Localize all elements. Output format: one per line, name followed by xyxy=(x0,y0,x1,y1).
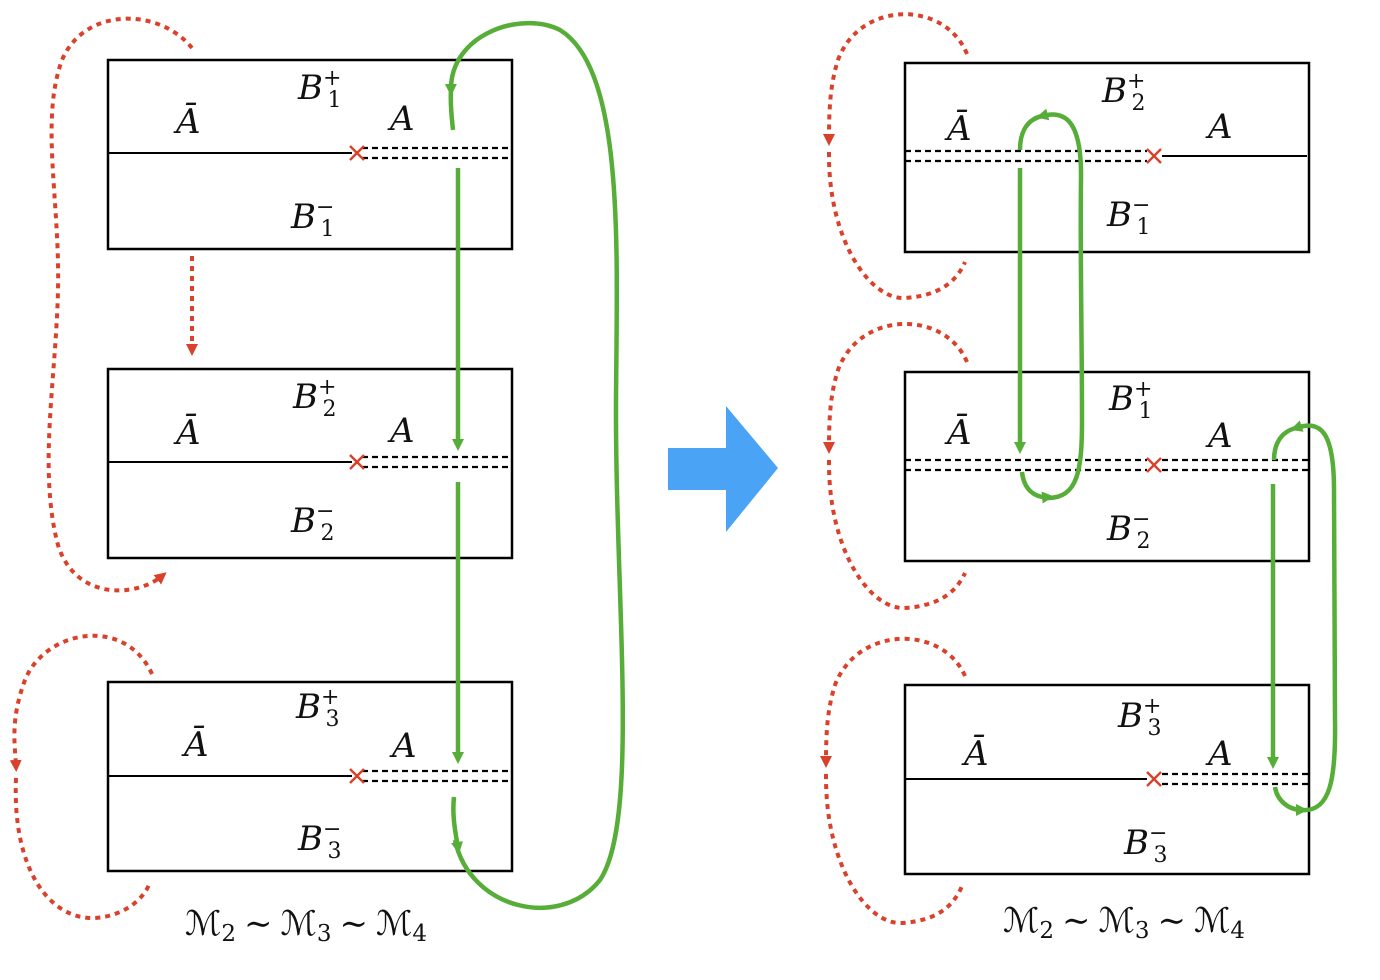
label-b-plus: B+2 xyxy=(292,375,336,422)
cross-icon xyxy=(349,145,365,161)
label-a: A xyxy=(1205,734,1233,774)
label-b-plus: B+1 xyxy=(297,66,341,113)
label-a-bar: Ā xyxy=(173,102,201,142)
sheet-box xyxy=(903,61,1311,254)
red-path-sheet-3-loop xyxy=(9,633,154,772)
cross-icon xyxy=(349,454,365,470)
label-a-bar: Ā xyxy=(944,109,972,149)
label-b-minus: B−1 xyxy=(290,195,334,242)
green-return-up xyxy=(1036,108,1085,501)
right-arrow-icon xyxy=(668,406,778,532)
label-b-minus: B−1 xyxy=(1106,193,1150,240)
caption-left: ℳ2∼ℳ3∼ℳ4 xyxy=(185,904,427,947)
left-sheet-3: B+3 Ā A B−3 xyxy=(106,680,514,873)
sheet-box xyxy=(106,58,514,251)
green-hook-s3 xyxy=(1272,786,1308,816)
label-a: A xyxy=(1205,416,1233,456)
label-b-plus: B+2 xyxy=(1101,69,1145,116)
red-loop-sheet-1 xyxy=(823,12,969,146)
label-a-bar: Ā xyxy=(944,413,972,453)
red-loop-sheet-3 xyxy=(820,636,967,768)
label-b-minus: B−2 xyxy=(1106,507,1150,554)
right-sheet-1: B+2 Ā A B−1 xyxy=(903,61,1311,254)
label-b-minus: B−3 xyxy=(297,817,341,864)
right-sheet-3: B+3 Ā A B−3 xyxy=(903,683,1311,876)
cross-icon xyxy=(1146,148,1162,164)
label-a: A xyxy=(389,726,417,766)
green-path-big-loop xyxy=(444,20,626,911)
red-path-outer-loop xyxy=(46,16,194,593)
label-b-plus: B+3 xyxy=(295,685,339,732)
label-b-minus: B−2 xyxy=(290,499,334,546)
label-b-plus: B+1 xyxy=(1108,377,1152,424)
cross-icon xyxy=(1146,771,1162,787)
left-panel: B+1 Ā A B−1 B+2 Ā A B−2 xyxy=(9,16,626,947)
caption-right: ℳ2∼ℳ3∼ℳ4 xyxy=(1003,901,1245,944)
left-sheet-2: B+2 Ā A B−2 xyxy=(106,367,514,560)
cross-icon xyxy=(349,768,365,784)
green-hook-s2-top xyxy=(1271,425,1297,461)
cross-icon xyxy=(1146,457,1162,473)
red-loop-sheet-3-return xyxy=(823,773,964,926)
label-a: A xyxy=(1205,107,1233,147)
green-return-up-2 xyxy=(1290,420,1338,813)
left-sheet-1: B+1 Ā A B−1 xyxy=(106,58,514,251)
label-a-bar: Ā xyxy=(181,725,209,765)
label-a-bar: Ā xyxy=(961,734,989,774)
red-loop-sheet-2-return xyxy=(826,459,967,611)
label-a: A xyxy=(387,99,415,139)
green-path-s3-exit xyxy=(451,796,463,854)
label-b-plus: B+3 xyxy=(1117,694,1161,741)
green-hook-s1 xyxy=(1017,113,1043,151)
sheet-box xyxy=(106,367,514,560)
green-path-entry-top xyxy=(448,89,456,131)
red-loop-sheet-1-return xyxy=(826,151,967,301)
label-a-bar: Ā xyxy=(173,413,201,453)
label-a: A xyxy=(387,411,415,451)
right-panel: B+2 Ā A B−1 B+1 Ā A B−2 xyxy=(820,12,1338,944)
sheet-box xyxy=(903,370,1311,563)
label-b-minus: B−3 xyxy=(1123,821,1167,868)
right-sheet-2: B+1 Ā A B−2 xyxy=(903,370,1311,563)
red-path-sheet-3-return xyxy=(13,777,152,921)
green-hook-s2 xyxy=(1019,471,1054,504)
